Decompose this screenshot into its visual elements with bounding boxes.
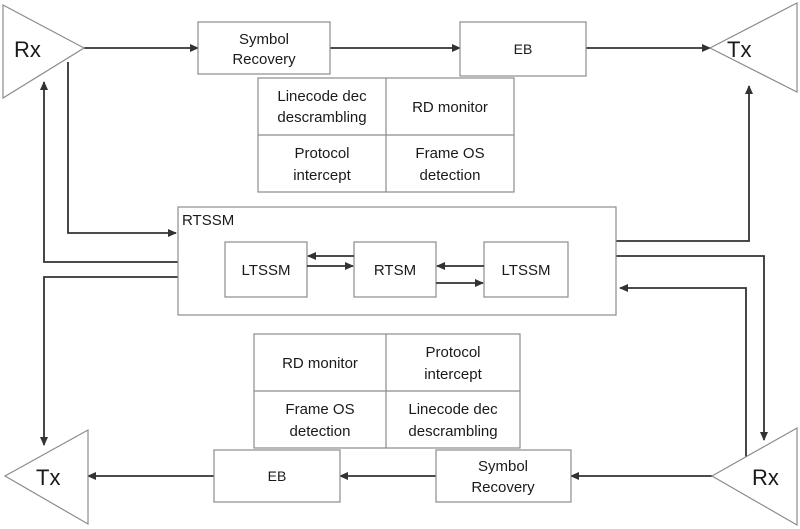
top-frameos-line2: detection (420, 167, 481, 184)
symbol-recovery-top (197, 21, 331, 75)
tx-top-label: Tx (727, 37, 751, 62)
symbol-recovery-bottom-line1: Symbol (478, 458, 528, 475)
wire-rx-bottom-to-rtssm (619, 284, 747, 462)
top-rd-monitor: RD monitor (412, 99, 488, 116)
ltssm-left-label: LTSSM (242, 262, 291, 279)
tx-bottom-port (3, 428, 89, 526)
rx-bottom-label: Rx (752, 465, 779, 490)
ltssm-right (483, 241, 569, 298)
eb-bottom-label: EB (268, 468, 287, 484)
ltssm-left (224, 241, 308, 298)
top-linecode-line1: Linecode dec (277, 88, 367, 105)
wire-rtssm-to-rx-bottom (616, 255, 768, 441)
symbol-recovery-top-line1: Symbol (239, 31, 289, 48)
top-frameos-line1: Frame OS (415, 145, 484, 162)
bottom-protocol-line2: intercept (424, 366, 482, 383)
tx-bottom-label: Tx (36, 465, 60, 490)
bottom-linecode-line1: Linecode dec (408, 401, 498, 418)
eb-top-label: EB (514, 41, 533, 57)
eb-bottom (213, 449, 341, 503)
bottom-protocol-line1: Protocol (425, 344, 480, 361)
bottom-rd-monitor: RD monitor (282, 355, 358, 372)
rx-top-port (2, 4, 86, 100)
bottom-linecode-line2: descrambling (408, 423, 497, 440)
symbol-recovery-bottom (435, 449, 572, 503)
rtsm (353, 241, 437, 298)
tx-top-port (708, 2, 798, 93)
top-linecode-line2: descrambling (277, 109, 366, 126)
wire-rtssm-to-tx-bottom (40, 276, 178, 446)
rtssm-title: RTSSM (182, 212, 234, 229)
bottom-frameos-line2: detection (290, 423, 351, 440)
bottom-frameos-line1: Frame OS (285, 401, 354, 418)
top-protocol-line2: intercept (293, 167, 351, 184)
rx-bottom-port (710, 426, 798, 527)
top-protocol-line1: Protocol (294, 145, 349, 162)
symbol-recovery-top-line2: Recovery (232, 51, 296, 68)
wire-rtssm-to-rx (40, 81, 178, 263)
symbol-recovery-bottom-line2: Recovery (471, 479, 535, 496)
eb-top (459, 21, 587, 77)
wire-rtssm-to-tx-top (616, 85, 753, 242)
ltssm-right-label: LTSSM (502, 262, 551, 279)
wire-rx-to-rtssm (67, 62, 177, 237)
rtsm-label: RTSM (374, 262, 416, 279)
rx-top-label: Rx (14, 37, 41, 62)
